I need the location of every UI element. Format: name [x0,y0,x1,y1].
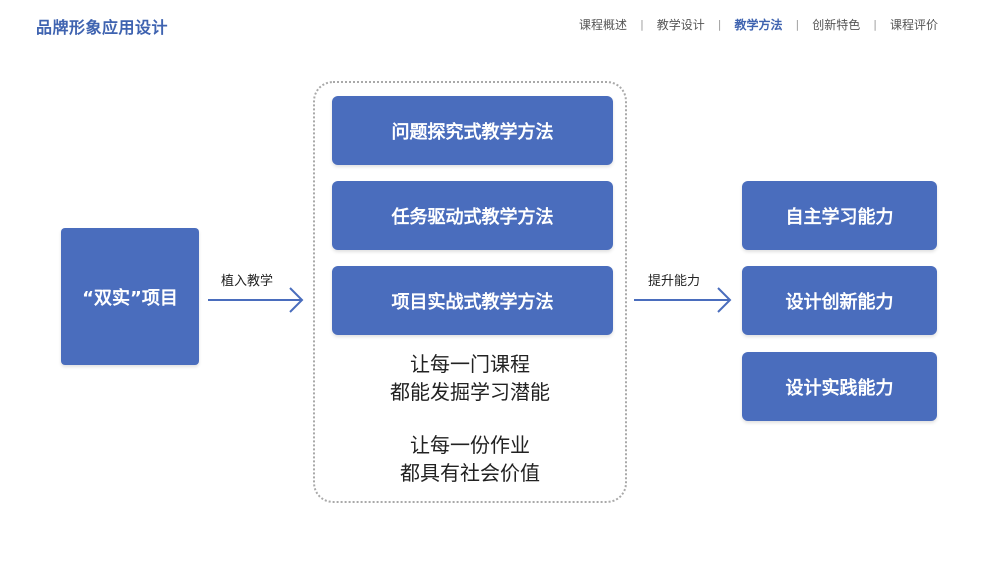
statement-line: 都具有社会价值 [400,461,540,485]
ability-box-design-innovation: 设计创新能力 [742,266,937,335]
nav-separator: | [717,18,722,31]
nav-separator: | [795,18,800,31]
statement-line: 都能发掘学习潜能 [390,380,550,404]
methods-frame [313,81,627,503]
arrow-improve [634,287,732,313]
source-box-dual-real-project: “双实”项目 [61,228,199,365]
ability-box-design-practice: 设计实践能力 [742,352,937,421]
nav-separator: | [640,18,644,31]
source-label: “双实”项目 [82,287,178,309]
nav-item-teaching-method[interactable]: 教学方法 [734,18,783,32]
arrow-label-improve: 提升能力 [648,274,701,289]
method-box-project-practice: 项目实战式教学方法 [332,266,613,335]
statement-course-potential: 让每一门课程 都能发掘学习潜能 [315,350,625,406]
nav-item-course-overview[interactable]: 课程概述 [579,18,628,32]
statement-line: 让每一门课程 [410,352,530,376]
arrow-implant [208,287,304,313]
method-box-task-driven: 任务驱动式教学方法 [332,181,613,250]
ability-label: 设计创新能力 [785,291,894,313]
nav-item-course-evaluation[interactable]: 课程评价 [889,18,938,32]
ability-box-self-learning: 自主学习能力 [742,181,937,250]
method-box-problem-inquiry: 问题探究式教学方法 [332,96,613,165]
ability-label: 设计实践能力 [785,377,894,399]
method-label: 项目实战式教学方法 [391,291,554,313]
nav-item-innovation[interactable]: 创新特色 [812,18,861,32]
brand-title: 品牌形象应用设计 [36,18,169,37]
nav-item-teaching-design[interactable]: 教学设计 [656,18,705,32]
statement-line: 让每一份作业 [410,433,530,457]
top-nav: 课程概述 | 教学设计 | 教学方法 | 创新特色 | 课程评价 [576,16,941,33]
ability-label: 自主学习能力 [785,206,894,228]
method-label: 问题探究式教学方法 [391,121,554,143]
nav-separator: | [873,18,877,31]
statement-assignment-value: 让每一份作业 都具有社会价值 [315,431,625,487]
arrow-label-implant: 植入教学 [221,274,274,289]
method-label: 任务驱动式教学方法 [391,206,554,228]
